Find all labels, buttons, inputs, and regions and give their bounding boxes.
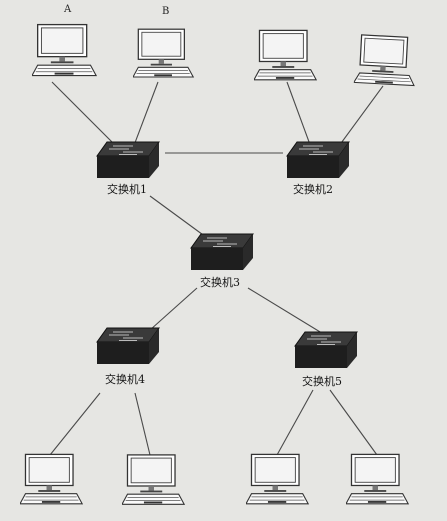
computer-4-icon	[353, 33, 418, 87]
computer-5-icon	[20, 453, 83, 505]
link-s3-s5	[247, 287, 331, 339]
link-s5-pc7	[276, 389, 314, 456]
computer-3-icon	[254, 29, 317, 81]
link-s3-s4	[149, 287, 198, 331]
link-pc-a-s1	[51, 81, 121, 151]
computer-a-icon	[32, 23, 97, 77]
computer-b-label: B	[162, 6, 170, 17]
switch-4-icon	[96, 327, 160, 365]
switch-1-label: 交换机1	[107, 183, 147, 196]
computer-8-icon	[346, 453, 409, 505]
link-s1-s3	[149, 195, 211, 241]
link-s4-pc5	[49, 392, 101, 456]
computer-6-icon	[122, 454, 185, 505]
computer-b-icon	[133, 28, 194, 78]
switch-5-label: 交换机5	[302, 375, 342, 388]
switch-3-label: 交换机3	[200, 276, 240, 289]
switch-5-icon	[294, 331, 358, 369]
link-pc-b-s1	[132, 81, 159, 149]
computer-a-label: A	[64, 4, 72, 15]
computer-7-icon	[246, 453, 309, 505]
link-pc3-s2	[286, 81, 313, 151]
switch-2-icon	[286, 141, 350, 179]
switch-4-label: 交换机4	[105, 373, 145, 386]
switch-1-icon	[96, 141, 160, 179]
link-s4-pc6	[134, 392, 151, 456]
switch-2-label: 交换机2	[293, 183, 333, 196]
link-pc4-s2	[335, 85, 384, 151]
switch-3-icon	[190, 233, 254, 271]
link-s5-pc8	[329, 389, 378, 456]
